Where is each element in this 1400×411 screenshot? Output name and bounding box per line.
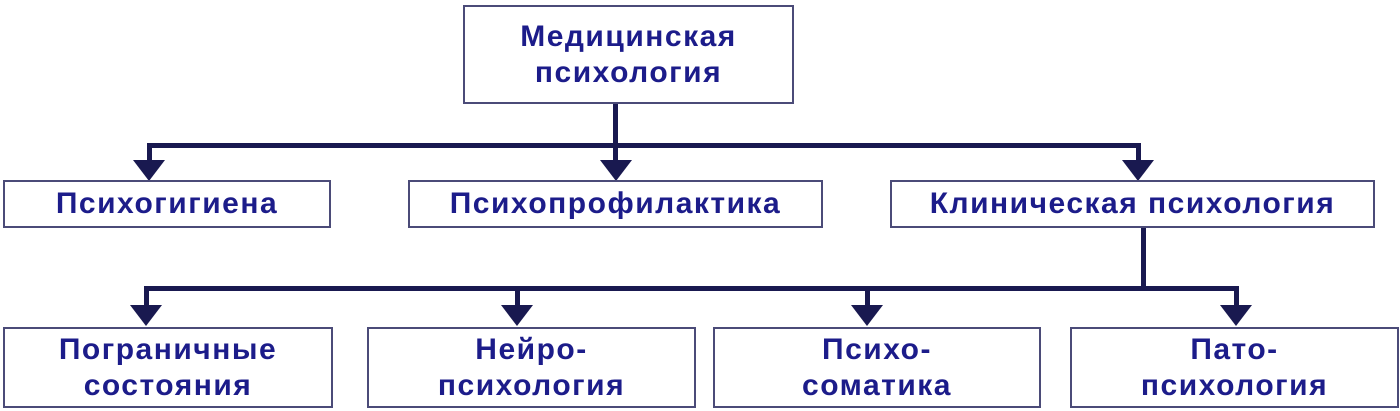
- connector-level3-rail: [144, 286, 1239, 291]
- arrow-down-icon: [501, 305, 533, 326]
- node-pathopsychology: Пато- психология: [1070, 327, 1399, 408]
- connector-clinical-to-level3: [1141, 228, 1146, 291]
- node-label-line: Психо-: [822, 332, 932, 366]
- node-psychoprophylaxis: Психопрофилактика: [408, 180, 823, 228]
- node-psychosomatics: Психо- соматика: [713, 327, 1041, 408]
- node-clinical-psychology: Клиническая психология: [890, 180, 1375, 228]
- node-borderline-states: Пограничные состояния: [3, 327, 333, 408]
- node-label-line: Психопрофилактика: [449, 187, 782, 220]
- node-label-line: Пограничные: [58, 332, 278, 366]
- arrow-down-icon: [133, 160, 165, 181]
- arrow-down-icon: [600, 160, 632, 181]
- arrow-down-icon: [130, 305, 162, 326]
- connector-level3-right-elbow: [1234, 286, 1239, 305]
- node-label-line: Психогигиена: [55, 187, 279, 220]
- node-label-line: Нейро-: [475, 332, 588, 366]
- node-label-line: психология: [437, 368, 626, 402]
- node-label-line: психология: [1140, 368, 1329, 402]
- node-psychohygiene: Психогигиена: [3, 180, 331, 228]
- node-label-line: состояния: [83, 368, 253, 402]
- connector-level3-drop: [865, 286, 870, 305]
- node-label-line: Медицинская: [520, 19, 737, 53]
- connector-level3-drop: [515, 286, 520, 305]
- node-label-line: Пато-: [1190, 332, 1279, 366]
- arrow-down-icon: [1122, 160, 1154, 181]
- connector-level2-left-elbow: [147, 143, 152, 161]
- connector-root-to-level2: [613, 104, 618, 161]
- arrow-down-icon: [851, 305, 883, 326]
- arrow-down-icon: [1220, 305, 1252, 326]
- node-neuropsychology: Нейро- психология: [367, 327, 696, 408]
- node-label-line: психология: [534, 55, 723, 89]
- node-label-line: Клиническая психология: [929, 187, 1336, 220]
- connector-level3-left-elbow: [144, 286, 149, 305]
- connector-level2-rail: [147, 143, 1141, 148]
- connector-level2-right-elbow: [1136, 143, 1141, 161]
- node-label-line: соматика: [802, 368, 952, 402]
- node-medical-psychology: Медицинская психология: [463, 5, 794, 104]
